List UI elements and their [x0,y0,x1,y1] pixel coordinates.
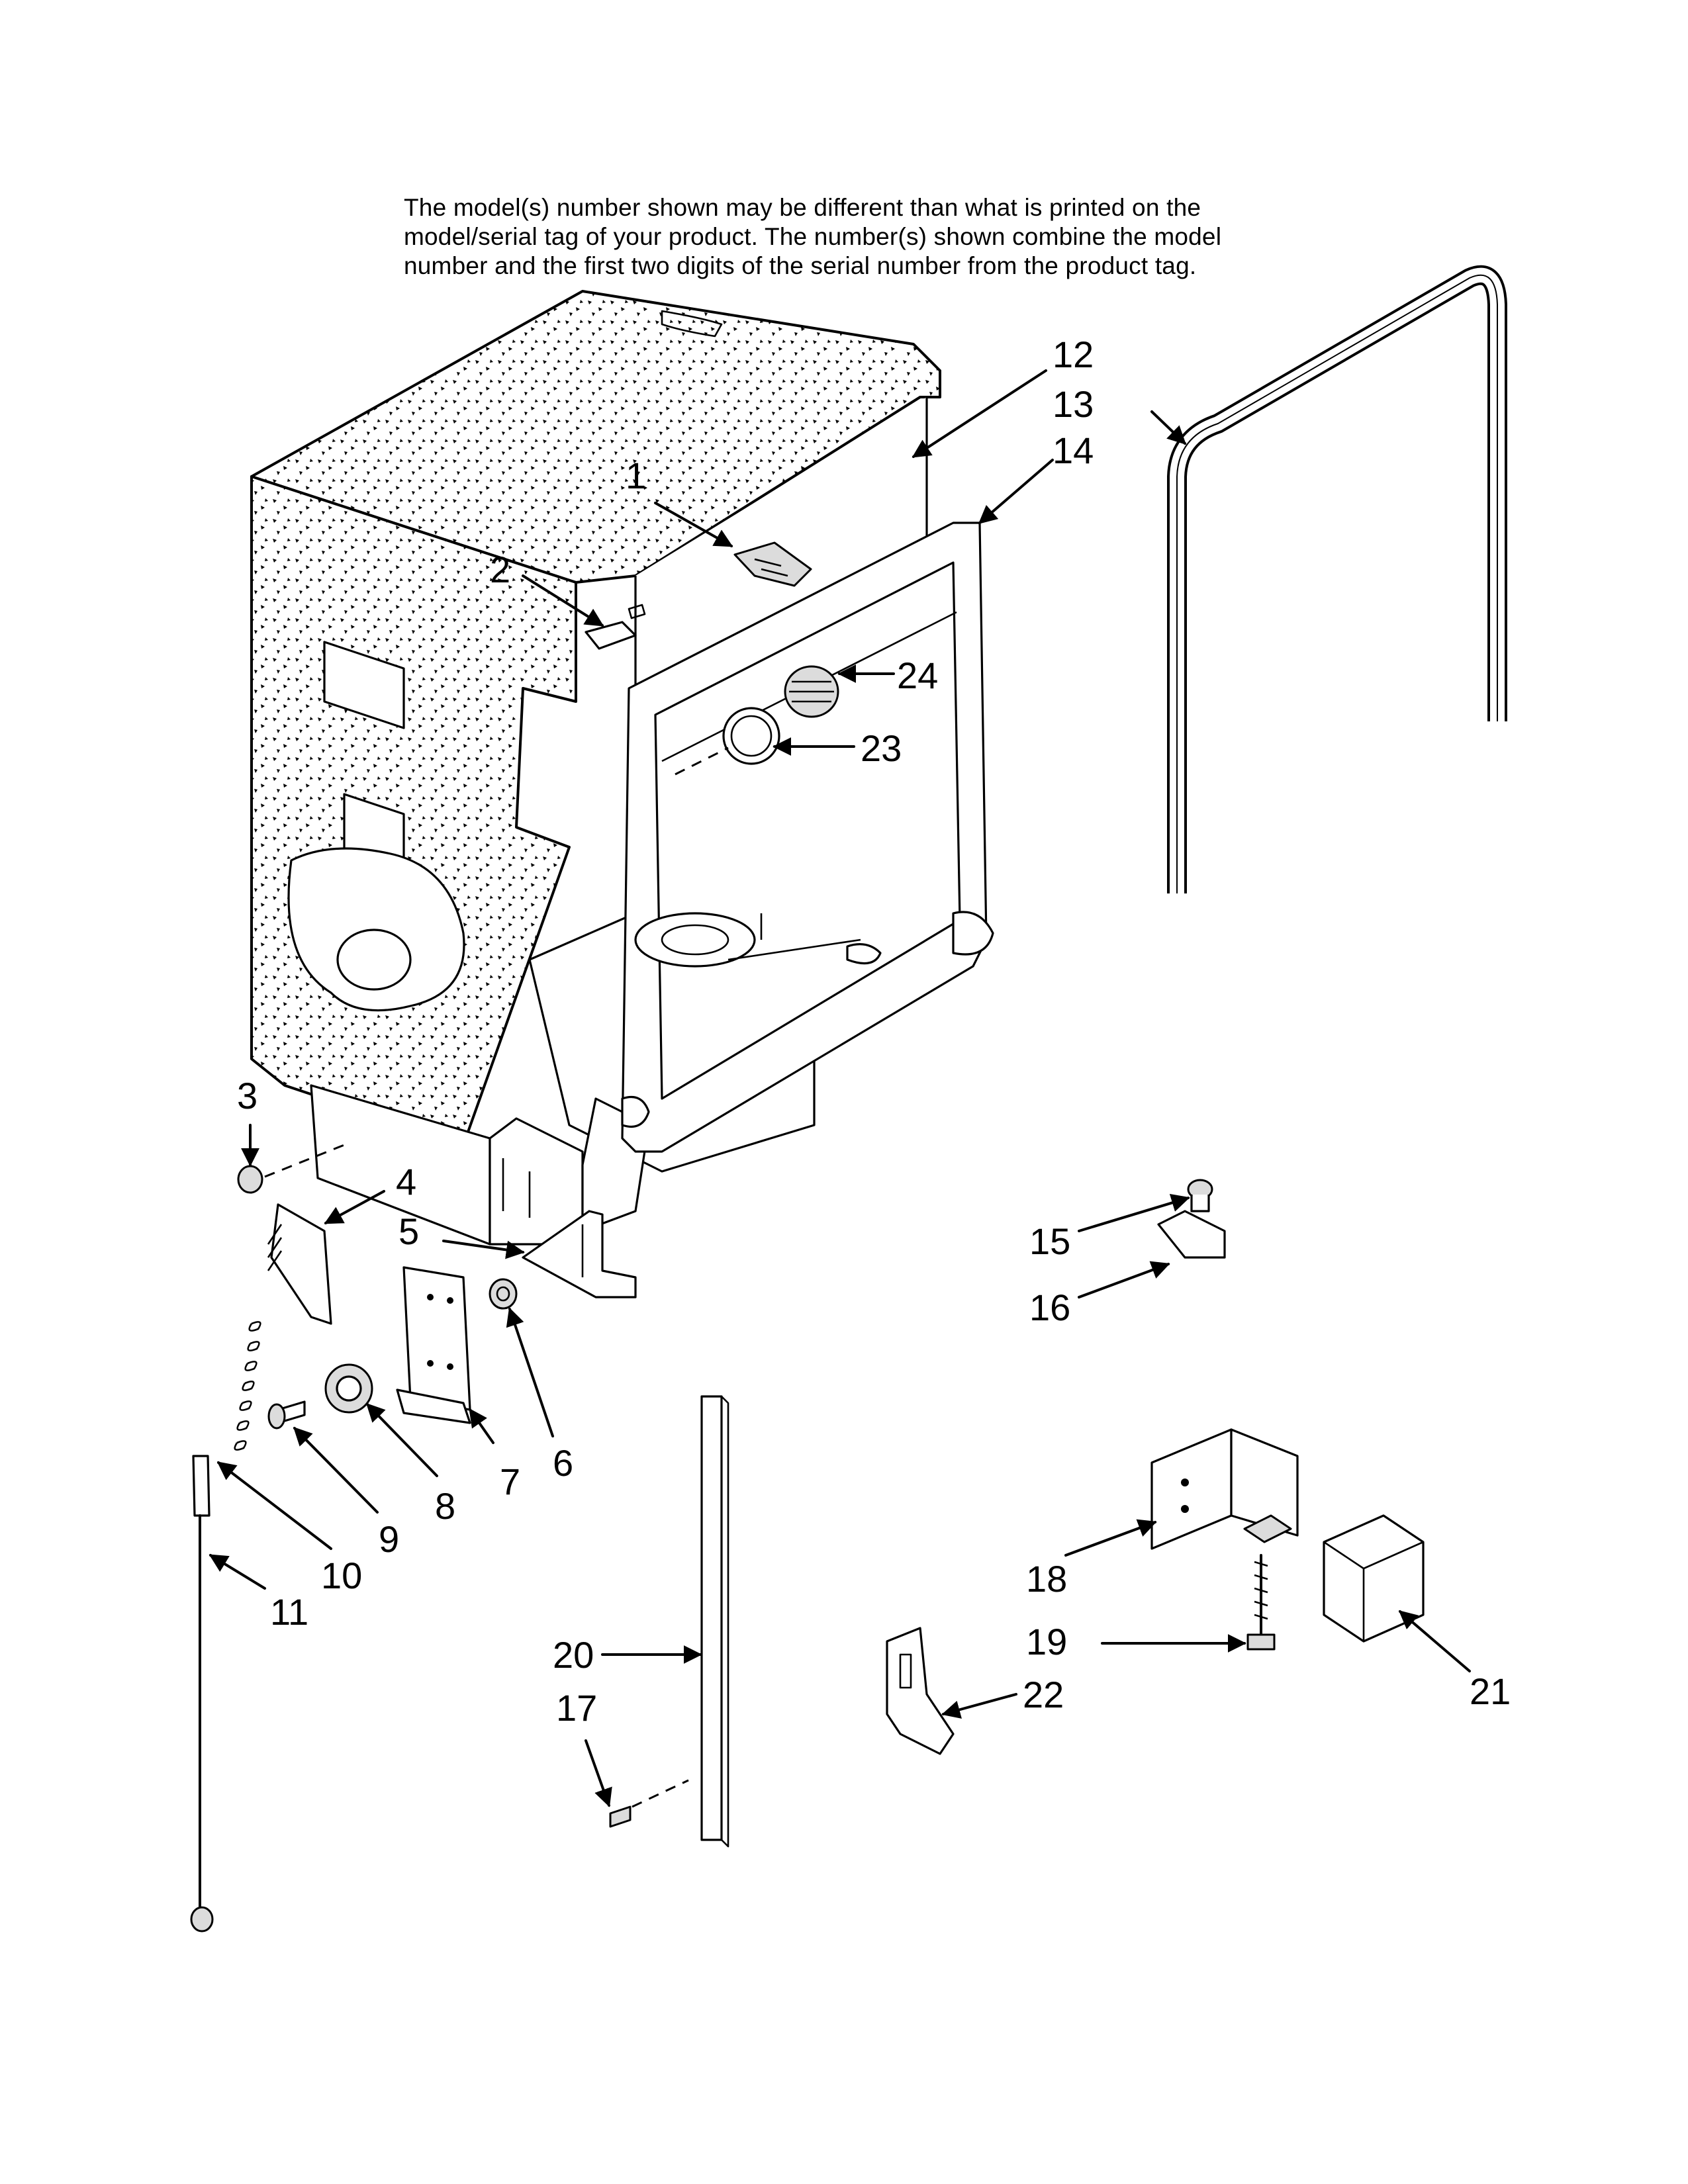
screw-17 [609,1805,632,1828]
callout-numbers: 1 2 3 4 5 6 7 8 9 10 11 12 13 14 15 16 1… [237,334,1511,1729]
hinge-bracket-5 [522,1210,637,1298]
callout-10: 10 [321,1555,362,1596]
leader-lines [209,369,1471,1807]
insulation-side [250,475,577,1146]
callout-9: 9 [379,1518,399,1560]
callout-13: 13 [1053,383,1094,425]
notice-line-2: model/serial tag of your product. The nu… [404,223,1222,250]
callout-22: 22 [1023,1674,1064,1715]
callout-5: 5 [399,1210,419,1252]
callout-6: 6 [553,1442,573,1484]
callout-11: 11 [270,1591,308,1633]
leveling-bracket-18 [1150,1428,1233,1550]
callout-15: 15 [1029,1220,1070,1262]
door-gasket-13 [1167,265,1507,893]
spring-10 [234,1321,261,1451]
callout-14: 14 [1053,430,1094,471]
callout-19: 19 [1026,1621,1067,1662]
notice-line-3: number and the first two digits of the s… [404,252,1197,279]
callout-23: 23 [861,727,902,769]
callout-24: 24 [897,655,938,696]
bracket-22 [886,1627,955,1755]
bracket-part-2 [585,621,637,650]
bracket-16 [1157,1210,1226,1259]
callout-20: 20 [553,1634,594,1676]
callout-21: 21 [1470,1670,1511,1712]
callout-16: 16 [1029,1287,1070,1328]
callout-1: 1 [626,455,646,496]
callout-3: 3 [237,1075,258,1116]
callout-17: 17 [556,1687,597,1729]
model-number-notice: The model(s) number shown may be differe… [404,193,1344,281]
plug-part-3 [237,1165,263,1194]
mounting-plate-7 [402,1266,471,1411]
callout-12: 12 [1053,334,1094,375]
callout-7: 7 [500,1461,520,1502]
cover-21 [1323,1514,1425,1643]
callout-18: 18 [1026,1558,1067,1600]
callout-8: 8 [435,1485,455,1527]
notice-line-1: The model(s) number shown may be differe… [404,194,1201,221]
bushing-6 [489,1278,518,1310]
side-trim-20 [700,1395,723,1841]
door-cable-11 [192,1455,211,1517]
hinge-plate-4 [270,1203,332,1325]
callout-2: 2 [490,549,510,590]
hardware-parts [190,1144,1425,1933]
callout-4: 4 [396,1161,416,1203]
insulation-top [250,290,941,584]
